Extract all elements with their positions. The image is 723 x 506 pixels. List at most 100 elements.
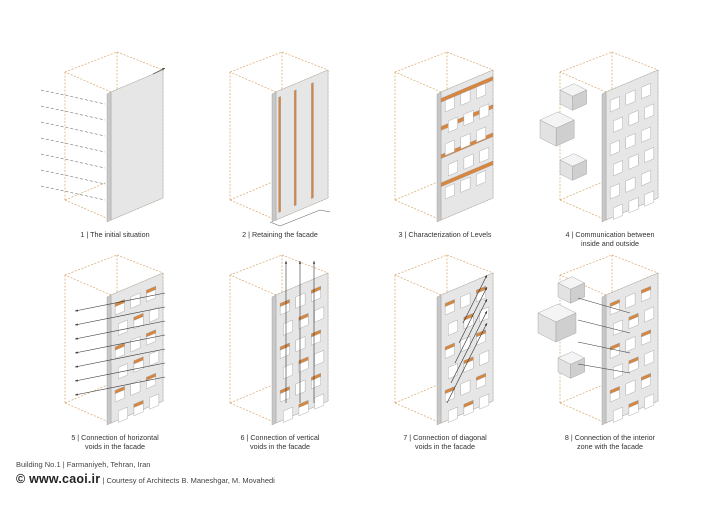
facade-void (613, 363, 623, 380)
wireframe-edge (64, 199, 112, 221)
diagram-panel-2: 2 | Retaining the facade (200, 50, 360, 270)
facade-void (463, 110, 474, 127)
arrow-head (75, 323, 78, 326)
interior-cube-right (572, 159, 587, 181)
facade-void (644, 306, 655, 323)
connection-arrow (74, 362, 166, 382)
wireframe-edge (229, 274, 277, 296)
panel-2-caption: 2 | Retaining the facade (242, 230, 318, 239)
facade-side (436, 91, 442, 223)
facade-void (644, 349, 655, 367)
level-slab (476, 373, 486, 381)
level-slab (628, 400, 639, 408)
panel-5-caption: 5 | Connection of horizontal voids in th… (71, 433, 159, 451)
diagram-panel-7: 7 | Connection of diagonal voids in the … (365, 253, 525, 473)
facade-void (625, 379, 636, 396)
connection-arrow (454, 298, 488, 364)
facade-void (609, 183, 620, 200)
interior-connection (577, 319, 631, 334)
wireframe-edge (394, 254, 448, 276)
level-slab (628, 356, 639, 365)
arrow-head (162, 68, 165, 71)
ground-line (269, 209, 331, 227)
panel-6-caption: 6 | Connection of vertical voids in the … (240, 433, 320, 451)
facade-void (283, 406, 293, 423)
panel-7-caption: 7 | Connection of diagonal voids in the … (403, 433, 487, 451)
interior-cube-right (556, 119, 575, 147)
facade-void (460, 176, 471, 193)
connection-arrow (74, 376, 166, 396)
level-slab (146, 373, 156, 381)
facade-side (601, 91, 607, 223)
facade-void (448, 116, 458, 133)
level-slab (628, 313, 639, 321)
facade-side (271, 91, 277, 223)
wireframe-edge (64, 254, 118, 276)
wireframe-edge (611, 51, 659, 71)
facade-void (295, 336, 306, 353)
level-slab (146, 329, 156, 338)
arrow-head (75, 337, 78, 340)
panel-7-drawing (394, 254, 494, 426)
level-slab (609, 342, 620, 351)
floor-line (40, 137, 106, 153)
facade-void (644, 190, 655, 207)
arrow-head (312, 261, 316, 264)
connection-arrow (462, 274, 488, 324)
interior-cube-right (572, 89, 587, 111)
facade-void (314, 306, 325, 323)
wireframe-edge (559, 199, 607, 221)
level-slab (279, 342, 290, 351)
wireframe-edge (64, 402, 112, 424)
arrow-head (484, 299, 487, 302)
facade-void (448, 319, 458, 336)
level-slab (444, 386, 455, 395)
facade-void (644, 393, 655, 410)
diagram-panel-5: 5 | Connection of horizontal voids in th… (35, 253, 195, 473)
level-slab (133, 400, 144, 408)
wireframe-edge (229, 199, 277, 221)
caoi-logo: © www.caoi.ir (16, 472, 101, 486)
facade-void (609, 139, 620, 156)
facade-void (479, 146, 490, 164)
interior-cube-right (570, 282, 585, 304)
connection-arrow (74, 348, 166, 368)
interior-connection (577, 341, 631, 354)
facade-void (641, 170, 651, 187)
arrow-head (75, 365, 78, 368)
facade-void (609, 96, 620, 113)
facade-void (130, 292, 141, 309)
facade-void (149, 349, 160, 367)
facade-void (448, 406, 458, 423)
wireframe-edge (229, 51, 283, 73)
interior-connection (577, 363, 631, 374)
facade-void (149, 393, 160, 410)
facade-void (295, 379, 306, 396)
facade-void (479, 306, 490, 323)
facade-void (625, 133, 636, 150)
facade-void (613, 203, 623, 220)
wireframe-edge (281, 254, 329, 274)
facade-void (460, 292, 471, 309)
panel-4-caption: 4 | Communication between inside and out… (565, 230, 655, 248)
wireframe-edge (611, 254, 659, 274)
project-location: Farmaniyeh, Tehran, Iran (66, 460, 151, 469)
retaining-strip (278, 96, 281, 213)
facade-void (641, 83, 651, 100)
panel-1-caption: 1 | The initial situation (80, 230, 150, 239)
facade-void (625, 89, 636, 106)
level-slab (444, 342, 455, 351)
wireframe-edge (116, 254, 164, 274)
level-slab (440, 160, 494, 188)
facade-void (283, 319, 293, 336)
facade-void (448, 160, 458, 177)
panel-5-drawing (64, 254, 166, 426)
facade-void (444, 183, 455, 200)
panel-3-drawing (394, 51, 494, 223)
facade-void (463, 153, 474, 170)
interior-cube-right (555, 312, 577, 343)
wireframe-edge (64, 51, 118, 73)
arrow-head (484, 275, 487, 278)
connection-arrow (74, 320, 166, 340)
panel-4-drawing (539, 51, 659, 223)
